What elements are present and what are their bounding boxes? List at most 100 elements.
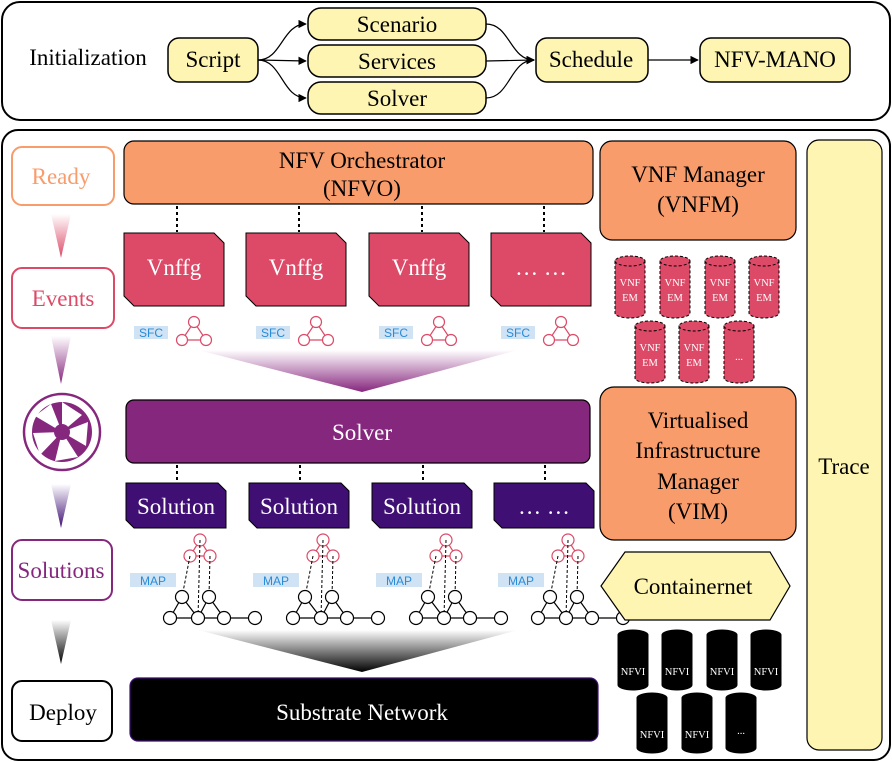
solution-label: Solution: [137, 494, 215, 519]
initialization-title: Initialization: [29, 45, 147, 70]
trace-label: Trace: [818, 454, 870, 479]
trace-box: [806, 139, 883, 751]
schedule-label: Schedule: [549, 47, 633, 72]
solver-config-label: Solver: [367, 86, 427, 111]
nfvi-cylinder: NFVI: [706, 629, 738, 691]
sfc-tag: SFC: [256, 326, 290, 340]
nfvi-cylinder: NFVI: [661, 629, 693, 691]
nfvi-label: NFVI: [621, 667, 646, 678]
nfvi-cylinder: NFVI: [750, 629, 782, 691]
vnf-em-bottom: EM: [712, 293, 728, 304]
nfvi-label: NFVI: [685, 730, 710, 741]
map-label: MAP: [263, 574, 289, 588]
funnel-arrow-solver: [51, 484, 71, 528]
vim-line1: Virtualised: [648, 408, 749, 433]
vnf-em-top: VNF: [664, 278, 685, 289]
nfvi-label: NFVI: [640, 730, 665, 741]
vnf-em-top: VNF: [639, 343, 660, 354]
vnffg-label: Vnffg: [269, 255, 324, 280]
vnf-em-cylinder-ellipsis: ...: [723, 320, 755, 384]
map-tag: MAP: [498, 573, 544, 588]
sfc-label: SFC: [139, 326, 163, 340]
scenario-label: Scenario: [357, 12, 437, 37]
nfv-mano-box: [699, 37, 851, 83]
nfvo-title: NFV Orchestrator: [279, 148, 446, 173]
stage-events-box: [11, 267, 115, 329]
stage-ready-box: [11, 146, 115, 206]
stage-events-label: Events: [32, 286, 95, 311]
vnffg-label: Vnffg: [392, 255, 447, 280]
map-graph: [530, 533, 631, 626]
nfvi-cylinder-ellipsis: ...: [725, 692, 757, 754]
nfvi-label: NFVI: [665, 667, 690, 678]
funnel-map-to-substrate: [198, 630, 518, 672]
vnf-em-top: VNF: [683, 343, 704, 354]
vnfm-title: VNF Manager: [631, 162, 765, 187]
services-label: Services: [358, 49, 436, 74]
stage-solutions-label: Solutions: [18, 558, 105, 583]
sfc-label: SFC: [384, 326, 408, 340]
nfvi-label: NFVI: [754, 667, 779, 678]
sfc-graph: [175, 315, 213, 347]
vnffg-4: … … SFC: [490, 206, 592, 347]
map-graph: [285, 533, 386, 626]
vnf-em-bottom: EM: [642, 358, 658, 369]
sfc-graph: [420, 315, 458, 347]
nfvi-cylinder: NFVI: [617, 629, 649, 691]
containernet-hexagon: [600, 551, 791, 621]
funnel-arrow-events: [51, 336, 71, 384]
funnel-sfc-to-solver: [198, 350, 518, 392]
vnffg-label: … …: [515, 255, 567, 280]
vnf-em-bottom: EM: [756, 293, 772, 304]
initialization-arrows: [257, 19, 699, 103]
solution-label: Solution: [260, 494, 338, 519]
vim-line2: Infrastructure: [635, 438, 760, 463]
vnf-em-bottom: EM: [686, 358, 702, 369]
vnf-em-bottom: EM: [667, 293, 683, 304]
sfc-label: SFC: [506, 326, 530, 340]
sfc-graph: [297, 315, 335, 347]
substrate-network-label: Substrate Network: [276, 700, 448, 725]
map-graph: [162, 533, 263, 626]
map-label: MAP: [508, 574, 534, 588]
vnfm-abbrev: (VNFM): [657, 192, 739, 217]
solution-label: Solution: [383, 494, 461, 519]
funnel-arrow-ready: [51, 214, 71, 258]
vim-box: [599, 386, 797, 541]
vnfm-box: [599, 140, 797, 241]
vnf-em-bottom: EM: [622, 293, 638, 304]
sfc-tag: SFC: [379, 326, 413, 340]
substrate-network-box: [129, 677, 599, 742]
map-graph: [408, 533, 509, 626]
solution-label: … …: [518, 494, 570, 519]
nfvi-cylinder: NFVI: [681, 692, 713, 754]
containernet-label: Containernet: [634, 574, 753, 599]
map-label: MAP: [386, 574, 412, 588]
vnf-em-cylinder: VNF EM: [634, 320, 666, 384]
sfc-label: SFC: [261, 326, 285, 340]
stage-solutions-box: [11, 539, 113, 601]
sfc-graph: [542, 315, 580, 347]
map-tag: MAP: [253, 573, 299, 588]
vim-line3: Manager: [657, 469, 739, 494]
vnffg-label: Vnffg: [147, 255, 202, 280]
map-tag: MAP: [376, 573, 422, 588]
nfvi-cylinder: NFVI: [636, 692, 668, 754]
vim-line4: (VIM): [668, 499, 728, 524]
stage-deploy-label: Deploy: [29, 700, 97, 725]
solver-aperture-icon: [22, 392, 102, 472]
vnf-em-cylinder: VNF EM: [659, 255, 691, 319]
nfv-mano-label: NFV-MANO: [714, 47, 836, 72]
sfc-tag: SFC: [134, 326, 168, 340]
nfvi-ellipsis: ...: [737, 726, 745, 737]
nfvi-label: NFVI: [710, 667, 735, 678]
sfc-tag: SFC: [501, 326, 535, 340]
